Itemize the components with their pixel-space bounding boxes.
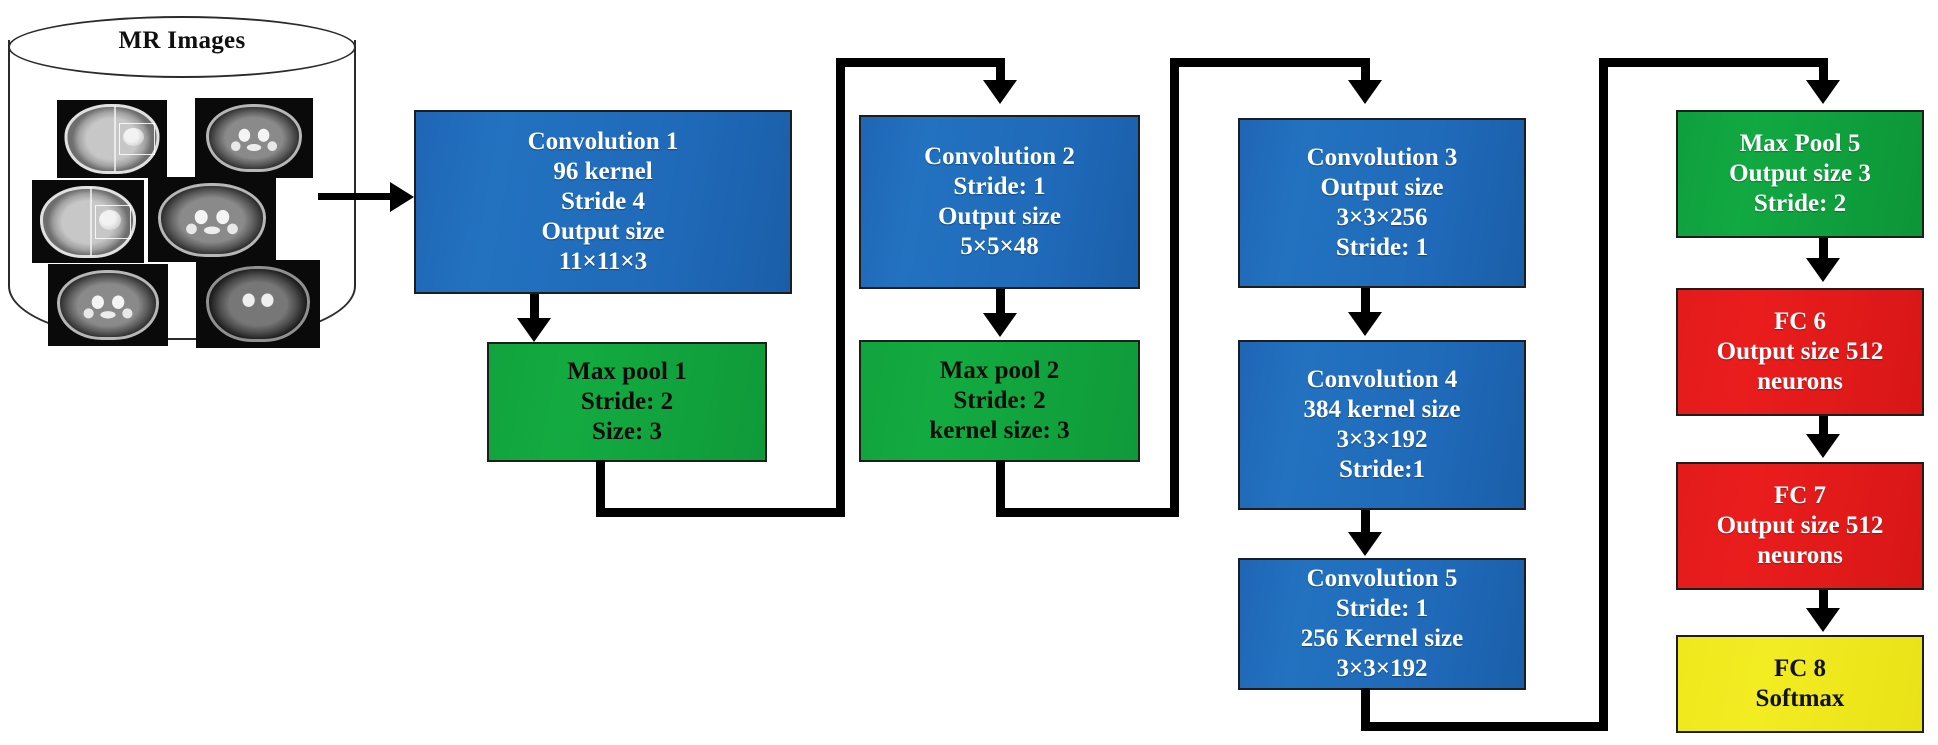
arrow-fc6-to-fc7 [1806,434,1840,458]
block-fc-6[interactable]: FC 6 Output size 512 neurons [1676,288,1924,416]
fc6-line-1: FC 6 [1773,308,1827,335]
block-maxpool-5[interactable]: Max Pool 5 Output size 3 Stride: 2 [1676,110,1924,238]
arrow-conv3-to-conv4 [1348,312,1382,336]
conv5-line-4: 3×3×192 [1336,655,1428,682]
arrow-fc7-to-fc8 [1806,608,1840,632]
block-fc-8-softmax[interactable]: FC 8 Softmax [1676,635,1924,733]
mri-thumb-1 [57,100,167,178]
connector-conv2-to-maxpool2 [996,289,1005,319]
conv2-line-3: Output size [938,203,1061,230]
connector-input-to-conv1 [318,193,398,200]
fc7-line-1: FC 7 [1773,482,1827,509]
fc6-line-2: Output size 512 [1716,338,1884,365]
mri-thumb-3 [32,180,144,263]
fc8-line-1: FC 8 [1773,655,1827,682]
connector-mp2-up [1170,58,1179,513]
mr-images-label: MR Images [118,27,246,54]
block-convolution-3[interactable]: Convolution 3 Output size 3×3×256 Stride… [1238,118,1526,288]
connector-mp2-down [996,460,1005,517]
connector-conv5-down [1361,688,1370,731]
connector-mp1-right [596,508,845,517]
mri-thumb-6 [196,260,320,348]
conv3-line-3: 3×3×256 [1336,204,1428,231]
connector-down-into-conv3 [1361,58,1370,86]
mri-thumb-2 [195,98,313,178]
mri-thumb-5 [48,264,168,346]
conv1-line-4: Output size [541,218,665,245]
arrow-into-maxpool5 [1806,80,1840,104]
conv1-line-5: 11×11×3 [558,248,648,275]
arrow-into-conv2 [983,80,1017,104]
connector-conv5-up [1599,58,1608,727]
connector-fc7-to-fc8 [1819,590,1828,610]
block-maxpool-2[interactable]: Max pool 2 Stride: 2 kernel size: 3 [859,340,1140,462]
connector-top-to-maxpool5 [1599,58,1828,67]
connector-mp1-down [596,460,605,517]
conv4-line-1: Convolution 4 [1306,366,1458,393]
block-maxpool-1[interactable]: Max pool 1 Stride: 2 Size: 3 [487,342,767,462]
conv4-line-3: 3×3×192 [1336,426,1428,453]
conv5-line-3: 256 Kernel size [1300,625,1464,652]
fc7-line-3: neurons [1757,542,1843,569]
conv2-line-4: 5×5×48 [960,233,1039,260]
connector-top-to-conv3 [1170,58,1370,67]
conv3-line-2: Output size [1320,174,1444,201]
conv3-line-1: Convolution 3 [1306,144,1458,171]
maxpool2-line-3: kernel size: 3 [929,417,1070,444]
conv1-line-3: Stride 4 [560,188,646,215]
conv5-line-2: Stride: 1 [1335,595,1429,622]
connector-conv5-right [1361,722,1608,731]
maxpool2-line-1: Max pool 2 [939,357,1060,384]
cylinder-top-ellipse [8,16,356,78]
conv1-line-1: Convolution 1 [527,128,679,155]
connector-maxpool5-to-fc6 [1819,238,1828,262]
conv4-line-4: Stride:1 [1338,456,1426,483]
maxpool1-line-1: Max pool 1 [567,358,687,385]
connector-down-into-conv2 [996,58,1005,86]
connector-conv3-to-conv4 [1361,288,1370,318]
connector-fc6-to-fc7 [1819,416,1828,436]
block-convolution-1[interactable]: Convolution 1 96 kernel Stride 4 Output … [414,110,792,294]
arrow-into-conv3 [1348,80,1382,104]
maxpool1-line-2: Stride: 2 [580,388,674,415]
mri-thumb-4 [148,177,276,262]
arrow-conv2-to-maxpool2 [983,313,1017,337]
fc7-line-2: Output size 512 [1716,512,1884,539]
connector-mp1-up [836,58,845,513]
fc6-line-3: neurons [1757,368,1843,395]
conv4-line-2: 384 kernel size [1303,396,1461,423]
block-convolution-4[interactable]: Convolution 4 384 kernel size 3×3×192 St… [1238,340,1526,510]
fc8-line-2: Softmax [1755,685,1845,712]
conv5-line-1: Convolution 5 [1306,565,1458,592]
conv1-line-2: 96 kernel [553,158,653,185]
arrow-maxpool5-to-fc6 [1806,258,1840,282]
conv2-line-2: Stride: 1 [953,173,1046,200]
maxpool5-line-3: Stride: 2 [1753,190,1847,217]
connector-conv1-to-maxpool1 [530,294,539,324]
connector-conv4-to-conv5 [1361,510,1370,540]
conv3-line-4: Stride: 1 [1335,234,1429,261]
block-convolution-5[interactable]: Convolution 5 Stride: 1 256 Kernel size … [1238,558,1526,690]
connector-mp2-right [996,508,1179,517]
connector-top-to-conv2 [836,58,1005,67]
block-fc-7[interactable]: FC 7 Output size 512 neurons [1676,462,1924,590]
conv2-line-1: Convolution 2 [924,143,1075,170]
maxpool2-line-2: Stride: 2 [953,387,1046,414]
connector-down-into-maxpool5 [1819,58,1828,86]
maxpool5-line-2: Output size 3 [1729,160,1871,187]
maxpool5-line-1: Max Pool 5 [1739,130,1861,157]
block-convolution-2[interactable]: Convolution 2 Stride: 1 Output size 5×5×… [859,115,1140,289]
arrow-input-to-conv1 [390,182,414,212]
maxpool1-line-3: Size: 3 [591,418,663,445]
arrow-conv1-to-maxpool1 [517,318,551,342]
arrow-conv4-to-conv5 [1348,532,1382,556]
